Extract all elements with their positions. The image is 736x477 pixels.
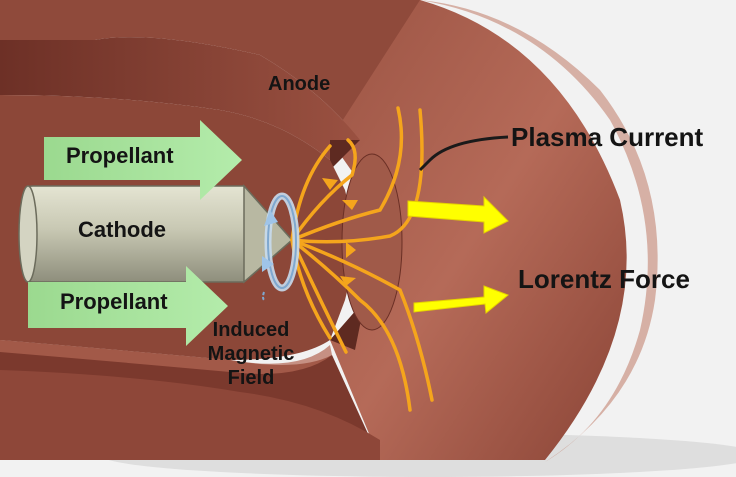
plasma-current-arrowheads — [322, 178, 358, 286]
anode-lower-rim — [0, 370, 380, 460]
magnetic-field-ring — [262, 192, 300, 292]
induced-field-line-2: Magnetic — [207, 343, 295, 365]
anode-bore-upper — [0, 37, 360, 161]
lorentz-force-label: Lorentz Force — [518, 264, 690, 294]
anode-outer-wall — [330, 0, 627, 460]
lorentz-arrow-upper — [407, 195, 509, 234]
plasma-current-label: Plasma Current — [511, 122, 704, 152]
induced-field-leader — [262, 291, 265, 301]
induced-field-label: Induced Magnetic Field — [196, 318, 306, 390]
propellant-label-top: Propellant — [66, 143, 174, 168]
plasma-current-lines — [290, 106, 434, 412]
propellant-label-bottom: Propellant — [60, 289, 168, 314]
cathode-label: Cathode — [78, 217, 166, 242]
induced-field-line-3: Field — [227, 367, 275, 389]
induced-field-line-1: Induced — [212, 319, 290, 341]
anode-bore-highlight — [0, 340, 332, 374]
lorentz-arrow-lower — [413, 285, 509, 314]
propellant-arrow-top — [44, 120, 242, 200]
propellant-arrow-bottom — [28, 266, 228, 346]
plasma-current-leader — [418, 135, 509, 172]
anode-label: Anode — [268, 73, 331, 95]
